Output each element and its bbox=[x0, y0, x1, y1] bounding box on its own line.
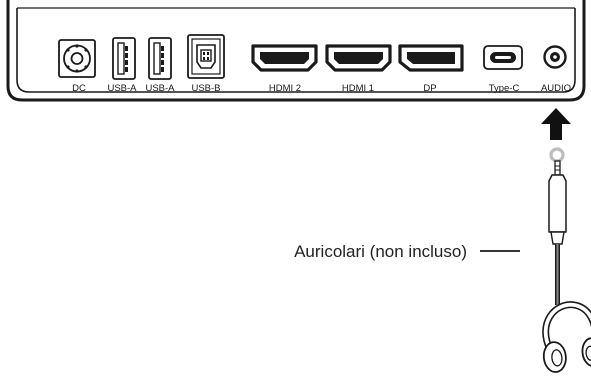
usb-a-port-icon bbox=[112, 37, 136, 80]
usb-a-port-icon bbox=[148, 37, 172, 80]
port-label-usb-a-1: USB-A bbox=[107, 83, 137, 94]
audio-plug-icon bbox=[548, 147, 567, 245]
port-label-audio: AUDIO bbox=[541, 83, 571, 94]
usb-type-c-port-icon bbox=[483, 45, 523, 70]
hdmi-port-icon bbox=[325, 44, 392, 72]
dc-power-jack-icon bbox=[58, 39, 96, 78]
displayport-port-icon bbox=[398, 44, 464, 72]
arrow-up-icon bbox=[541, 108, 571, 140]
port-label-dc: DC bbox=[72, 83, 86, 94]
port-label-hdmi-2: HDMI 2 bbox=[269, 83, 301, 94]
headphones-callout-label: Auricolari (non incluso) bbox=[294, 242, 467, 261]
port-label-usb-b: USB-B bbox=[191, 83, 220, 94]
audio-jack-icon bbox=[543, 45, 567, 69]
port-label-usb-a-2: USB-A bbox=[145, 83, 175, 94]
usb-b-port-icon bbox=[187, 34, 225, 79]
port-label-type-c: Type-C bbox=[489, 83, 520, 94]
port-label-dp: DP bbox=[423, 83, 436, 94]
port-label-hdmi-1: HDMI 1 bbox=[342, 83, 374, 94]
hdmi-port-icon bbox=[251, 44, 318, 72]
headphones-icon bbox=[542, 301, 591, 373]
